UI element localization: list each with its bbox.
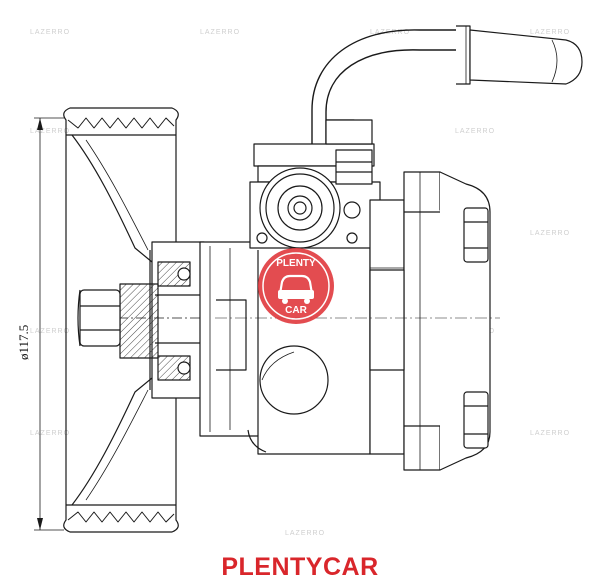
- watermark-text: LAZERRO: [285, 530, 325, 537]
- watermark-layer: LAZERRO LAZERRO LAZERRO LAZERRO LAZERRO …: [30, 29, 570, 537]
- pulley-hub: [118, 241, 215, 399]
- brand-caption: PLENTYCAR: [221, 553, 379, 581]
- watermark-text: LAZERRO: [370, 29, 410, 36]
- pulley: [63, 107, 179, 533]
- upper-bolt: [463, 207, 489, 263]
- diameter-label: ø117.5: [16, 325, 31, 360]
- nut: [77, 289, 121, 347]
- watermark-text: LAZERRO: [30, 328, 70, 335]
- brand-stamp: PLENTY CAR: [258, 248, 334, 324]
- car-icon: [278, 274, 314, 304]
- dimension-line: [34, 117, 64, 531]
- stamp-bottom-text: CAR: [285, 305, 307, 316]
- watermark-text: LAZERRO: [530, 230, 570, 237]
- stamp-top-text: PLENTY: [276, 258, 316, 269]
- valve-block: [249, 143, 381, 249]
- watermark-text: LAZERRO: [530, 29, 570, 36]
- watermark-text: LAZERRO: [30, 29, 70, 36]
- watermark-text: LAZERRO: [530, 430, 570, 437]
- watermark-text: LAZERRO: [455, 128, 495, 135]
- watermark-text: LAZERRO: [30, 128, 70, 135]
- watermark-text: LAZERRO: [200, 29, 240, 36]
- lower-bolt: [463, 391, 489, 449]
- reservoir-boss: [259, 345, 329, 415]
- outlet-pipe: [311, 25, 583, 145]
- watermark-text: LAZERRO: [30, 430, 70, 437]
